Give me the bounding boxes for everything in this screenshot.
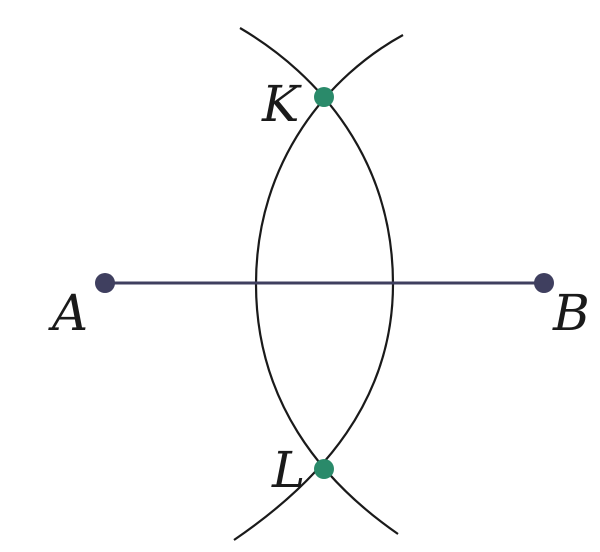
label-l: L: [271, 441, 305, 499]
point-b: [534, 273, 554, 293]
label-k: K: [261, 75, 302, 133]
label-a: A: [48, 284, 88, 342]
label-b: B: [552, 284, 590, 342]
point-l: [314, 459, 334, 479]
point-a: [95, 273, 115, 293]
point-k: [314, 87, 334, 107]
